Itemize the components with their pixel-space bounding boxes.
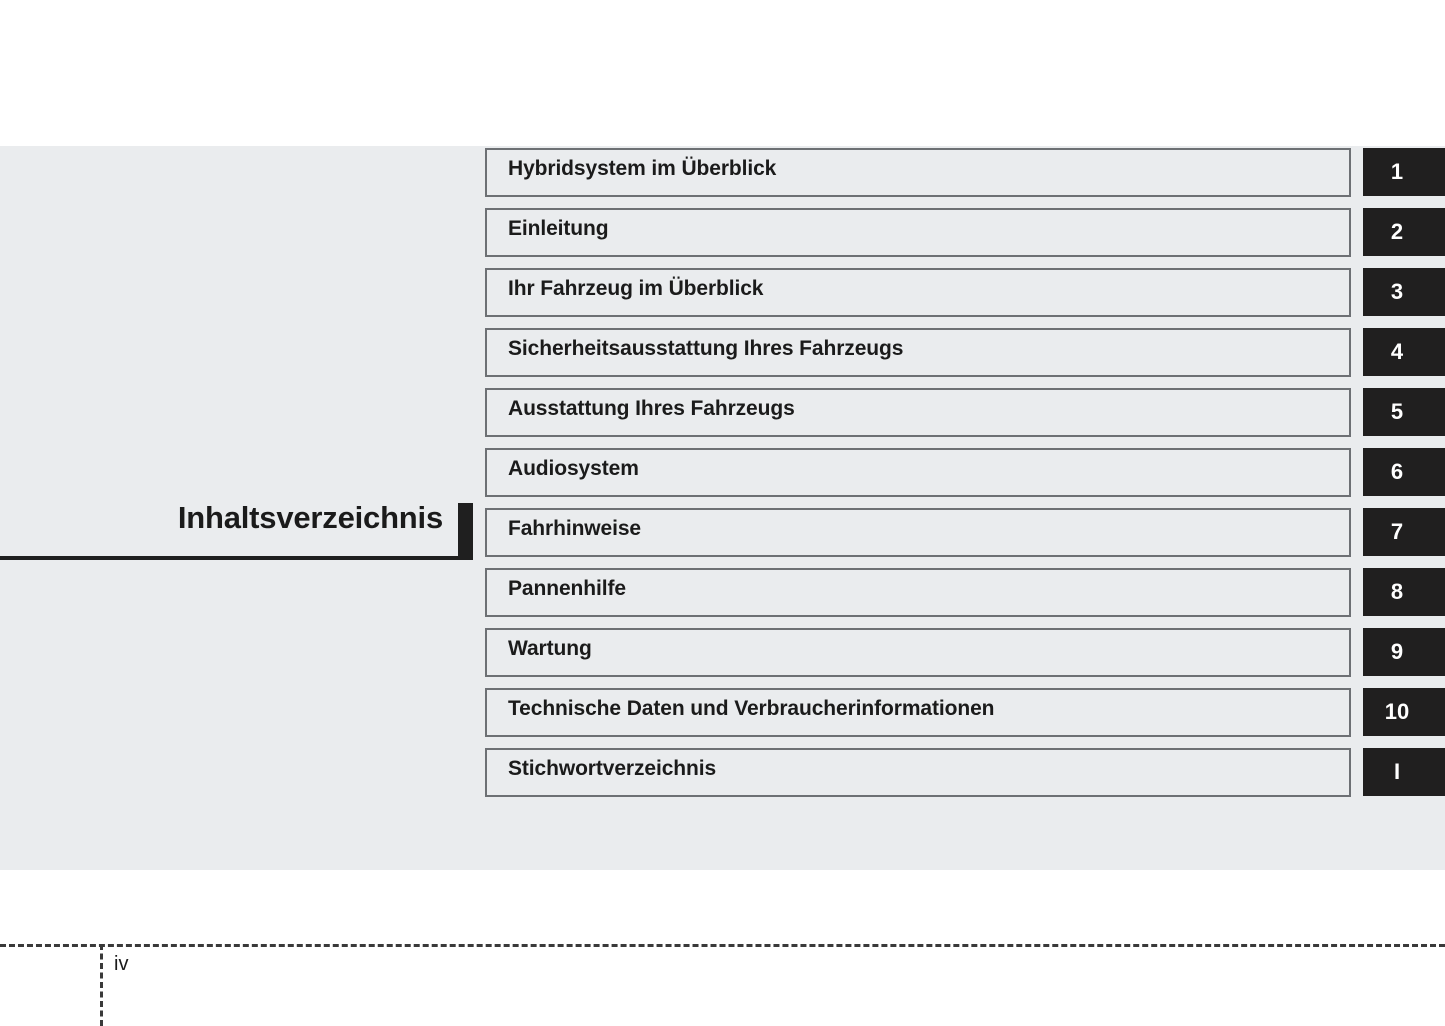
toc-entry-row[interactable]: Wartung <box>485 628 1351 677</box>
chapter-tab-label: I <box>1393 759 1401 784</box>
page-title-block: Inhaltsverzeichnis <box>0 495 473 565</box>
toc-entry-label: Ihr Fahrzeug im Überblick <box>508 277 764 300</box>
toc-entry-row[interactable]: Audiosystem <box>485 448 1351 497</box>
chapter-tab-strip: 1 2 3 4 5 6 7 8 9 10 I <box>1363 148 1445 808</box>
chapter-tab-label: 10 <box>1384 699 1410 724</box>
chapter-tab-label: 8 <box>1390 579 1404 604</box>
toc-entry-list: Hybridsystem im Überblick Einleitung Ihr… <box>485 148 1351 808</box>
crop-mark-horizontal <box>0 944 1445 947</box>
toc-entry-label: Stichwortverzeichnis <box>508 757 717 780</box>
toc-entry-label: Ausstattung Ihres Fahrzeugs <box>508 397 795 420</box>
chapter-tab[interactable]: 10 <box>1363 688 1445 736</box>
chapter-tab-label: 4 <box>1390 339 1404 364</box>
chapter-tab[interactable]: 5 <box>1363 388 1445 436</box>
chapter-tab[interactable]: 9 <box>1363 628 1445 676</box>
crop-mark-vertical <box>100 944 103 1026</box>
toc-entry-row[interactable]: Stichwortverzeichnis <box>485 748 1351 797</box>
toc-entry-row[interactable]: Einleitung <box>485 208 1351 257</box>
chapter-tab[interactable]: 1 <box>1363 148 1445 196</box>
chapter-tab-label: 1 <box>1390 159 1404 184</box>
chapter-tab[interactable]: 6 <box>1363 448 1445 496</box>
toc-entry-label: Wartung <box>508 637 592 660</box>
title-underline-rule <box>0 556 473 560</box>
toc-entry-label: Fahrhinweise <box>508 517 642 540</box>
chapter-tab-label: 7 <box>1390 519 1404 544</box>
toc-entry-label: Pannenhilfe <box>508 577 626 600</box>
toc-entry-row[interactable]: Fahrhinweise <box>485 508 1351 557</box>
chapter-tab[interactable]: 4 <box>1363 328 1445 376</box>
chapter-tab[interactable]: I <box>1363 748 1445 796</box>
chapter-tab-label: 6 <box>1390 459 1404 484</box>
chapter-tab[interactable]: 2 <box>1363 208 1445 256</box>
toc-entry-label: Einleitung <box>508 217 609 240</box>
toc-entry-row[interactable]: Ihr Fahrzeug im Überblick <box>485 268 1351 317</box>
chapter-tab-label: 2 <box>1390 219 1404 244</box>
toc-entry-row[interactable]: Ausstattung Ihres Fahrzeugs <box>485 388 1351 437</box>
chapter-tab-label: 5 <box>1390 399 1404 424</box>
toc-entry-row[interactable]: Technische Daten und Verbraucherinformat… <box>485 688 1351 737</box>
toc-entry-label: Audiosystem <box>508 457 639 480</box>
title-accent-bar <box>458 503 473 556</box>
toc-entry-row[interactable]: Sicherheitsausstattung Ihres Fahrzeugs <box>485 328 1351 377</box>
toc-entry-label: Sicherheitsausstattung Ihres Fahrzeugs <box>508 337 904 360</box>
chapter-tab-label: 9 <box>1390 639 1404 664</box>
toc-entry-row[interactable]: Pannenhilfe <box>485 568 1351 617</box>
chapter-tab-label: 3 <box>1390 279 1404 304</box>
page-number: iv <box>114 953 129 975</box>
page-title: Inhaltsverzeichnis <box>177 500 443 535</box>
toc-entry-label: Hybridsystem im Überblick <box>508 157 777 180</box>
toc-entry-label: Technische Daten und Verbraucherinformat… <box>508 697 995 720</box>
chapter-tab[interactable]: 3 <box>1363 268 1445 316</box>
chapter-tab[interactable]: 7 <box>1363 508 1445 556</box>
chapter-tab[interactable]: 8 <box>1363 568 1445 616</box>
toc-entry-row[interactable]: Hybridsystem im Überblick <box>485 148 1351 197</box>
